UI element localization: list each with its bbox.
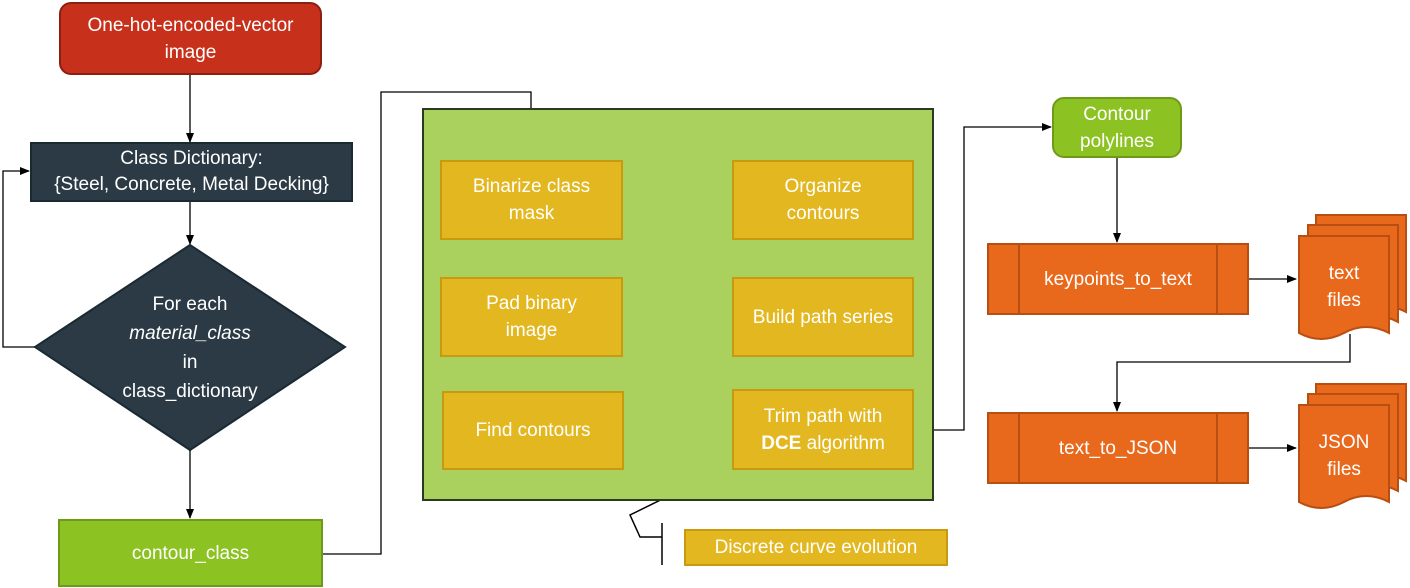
loop-line1: For each (152, 294, 228, 315)
pad-line1: Pad binary (486, 293, 577, 314)
trim-line1: Trim path with (763, 405, 883, 427)
loop-line3: in (182, 352, 198, 373)
text-files-stack (1298, 214, 1407, 340)
json-files-label: JSON files (1299, 427, 1389, 485)
binarize-line1: Binarize class (472, 176, 591, 197)
kp-label: keypoints_to_text (1044, 268, 1192, 290)
json-files-line2: files (1327, 459, 1361, 480)
polylines-line1: Contour (1083, 103, 1151, 125)
arrow-textfiles-tj (1113, 334, 1351, 412)
find-contours-node: Find contours (442, 391, 624, 470)
contour-class-node: contour_class (58, 519, 323, 587)
trim-line2: DCE algorithm (761, 430, 885, 457)
start-node: One-hot-encoded-vector image (59, 2, 322, 75)
json-files-line1: JSON (1318, 432, 1370, 453)
start-line1: One-hot-encoded-vector (87, 14, 294, 36)
dictionary-title: Class Dictionary: (120, 148, 263, 169)
callout-label: Discrete curve evolution (714, 537, 918, 558)
text-files-label: text files (1299, 258, 1389, 316)
text-to-json-node: text_to_JSON (987, 412, 1249, 484)
polylines-line2: polylines (1080, 130, 1154, 152)
find-label: Find contours (475, 420, 591, 441)
binarize-node: Binarize class mask (440, 160, 623, 240)
loop-line2: material_class (129, 323, 251, 344)
loop-decision-text: For each material_class in class_diction… (100, 290, 280, 406)
build-path-node: Build path series (732, 277, 914, 357)
class-dictionary-node: Class Dictionary: {Steel, Concrete, Meta… (30, 142, 353, 202)
contour-class-label: contour_class (131, 542, 250, 564)
start-line2: image (164, 41, 217, 63)
arrow-loop-back (2, 167, 35, 348)
contour-polylines-node: Contour polylines (1052, 97, 1182, 158)
trim-bold: DCE (761, 432, 802, 454)
organize-node: Organize contours (732, 160, 914, 240)
organize-line1: Organize (784, 176, 862, 197)
organize-line2: contours (786, 203, 860, 224)
trim-rest: algorithm (801, 432, 885, 454)
trim-path-node: Trim path with DCE algorithm (732, 389, 914, 470)
build-label: Build path series (752, 306, 894, 328)
arrow-trim-polylines (914, 123, 1052, 431)
dce-callout: Discrete curve evolution (684, 529, 948, 566)
pad-node: Pad binary image (440, 277, 623, 357)
text-files-line1: text (1328, 263, 1360, 284)
dictionary-values: {Steel, Concrete, Metal Decking} (54, 174, 329, 195)
text-files-line2: files (1327, 290, 1361, 311)
loop-line4: class_dictionary (122, 381, 258, 402)
json-files-stack (1298, 383, 1407, 509)
keypoints-to-text-node: keypoints_to_text (987, 243, 1249, 315)
tj-label: text_to_JSON (1058, 437, 1178, 459)
binarize-line2: mask (508, 203, 555, 224)
pad-line2: image (505, 320, 558, 341)
